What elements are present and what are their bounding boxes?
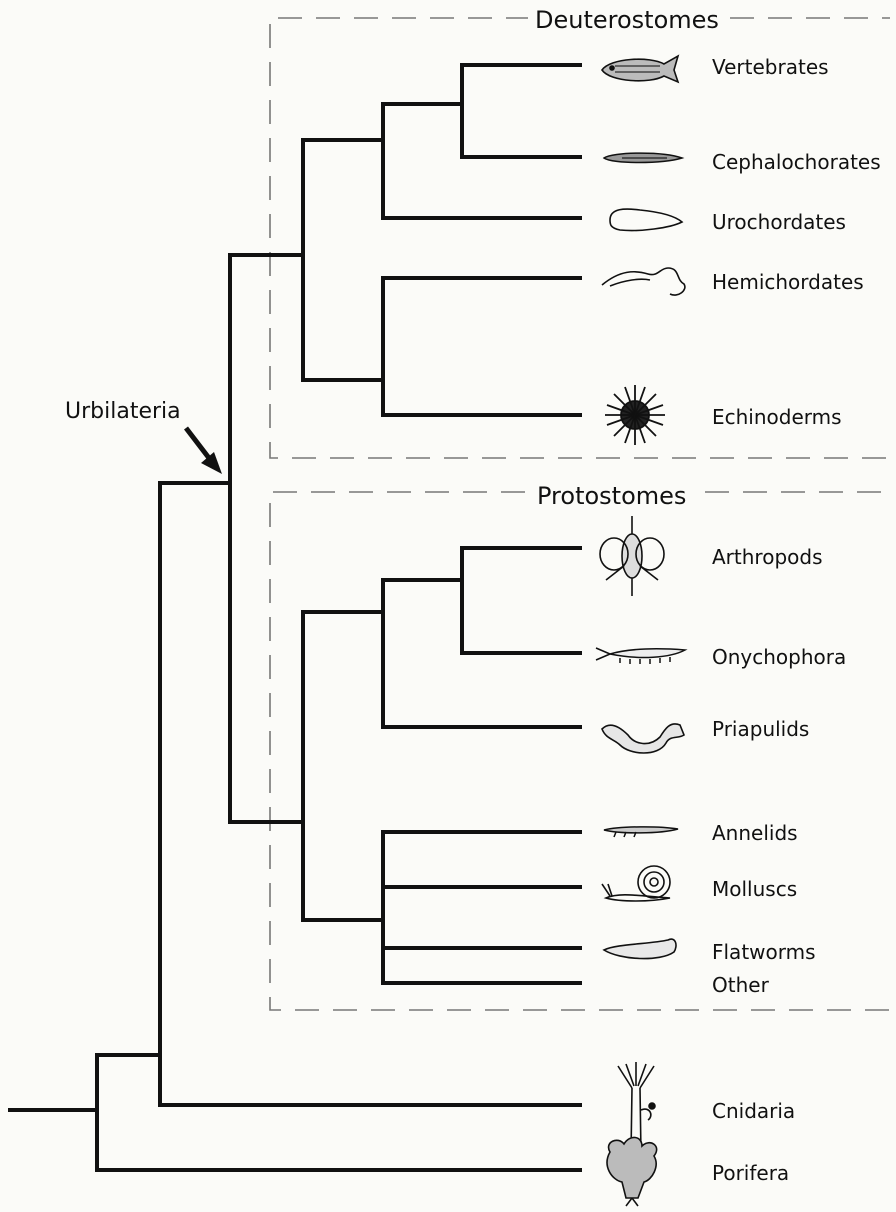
taxon-priapulids: Priapulids bbox=[712, 717, 809, 741]
sponge-icon bbox=[607, 1137, 657, 1206]
taxon-cnidaria: Cnidaria bbox=[712, 1099, 795, 1123]
deuterostomes-box bbox=[270, 18, 890, 458]
protostomes-label: Protostomes bbox=[537, 482, 686, 510]
arrow-icon bbox=[186, 428, 222, 474]
priapulid-icon bbox=[602, 724, 684, 753]
tree-branches bbox=[10, 65, 580, 1170]
taxon-flatworms: Flatworms bbox=[712, 940, 816, 964]
segmented-worm-icon bbox=[604, 827, 678, 837]
sea-urchin-icon bbox=[605, 385, 665, 445]
acorn-worm-icon bbox=[602, 268, 685, 295]
taxon-vertebrates: Vertebrates bbox=[712, 55, 829, 79]
taxon-urochordates: Urochordates bbox=[712, 210, 846, 234]
deuterostomes-label: Deuterostomes bbox=[535, 6, 719, 34]
fish-icon bbox=[602, 56, 678, 82]
taxon-echinoderms: Echinoderms bbox=[712, 405, 842, 429]
taxon-other: Other bbox=[712, 973, 770, 997]
taxon-porifera: Porifera bbox=[712, 1161, 789, 1185]
snail-icon bbox=[602, 866, 670, 901]
taxon-onychophora: Onychophora bbox=[712, 645, 846, 669]
taxon-annelids: Annelids bbox=[712, 821, 798, 845]
flatworm-icon bbox=[604, 939, 676, 958]
taxon-molluscs: Molluscs bbox=[712, 877, 797, 901]
urbilateria-label: Urbilateria bbox=[65, 399, 181, 424]
taxon-arthropods: Arthropods bbox=[712, 545, 823, 569]
fly-icon bbox=[600, 516, 664, 596]
taxon-labels: Vertebrates Cephalochorates Urochordates… bbox=[712, 55, 881, 1185]
taxon-cephalochordates: Cephalochorates bbox=[712, 150, 881, 174]
protostomes-box bbox=[270, 492, 890, 1010]
taxon-hemichordates: Hemichordates bbox=[712, 270, 864, 294]
velvet-worm-icon bbox=[596, 648, 685, 664]
lancelet-icon bbox=[604, 153, 682, 162]
tunicate-icon bbox=[610, 209, 682, 231]
